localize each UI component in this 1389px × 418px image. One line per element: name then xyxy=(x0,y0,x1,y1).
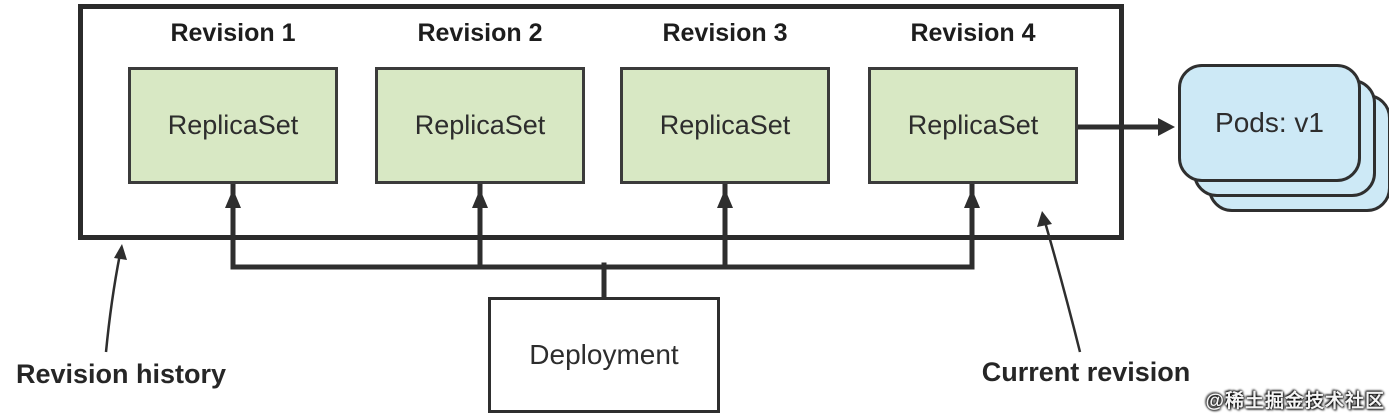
revision-history-container-box xyxy=(78,4,1124,240)
revision-4-title: Revision 4 xyxy=(910,19,1036,47)
current-revision-label: Current revision xyxy=(981,357,1191,387)
replicaset-box-revision-4: ReplicaSet xyxy=(868,67,1078,184)
deployment-box: Deployment xyxy=(488,297,720,413)
revision-1-title: Revision 1 xyxy=(170,19,296,47)
revision-history-label: Revision history xyxy=(15,359,227,389)
current-revision-pointer-line xyxy=(1043,221,1082,353)
arrow-up-icon xyxy=(114,244,127,260)
juejin-watermark: @稀土掘金技术社区 xyxy=(1205,391,1385,412)
arrow-up-icon xyxy=(964,189,980,208)
arrow-up-icon xyxy=(472,189,488,208)
arrow-up-icon xyxy=(717,189,733,208)
arrow-up-icon xyxy=(225,189,241,208)
replicaset-box-revision-2: ReplicaSet xyxy=(375,67,585,184)
revision-3-title: Revision 3 xyxy=(662,19,788,47)
arrow-right-icon xyxy=(1158,118,1175,136)
revision-2-title: Revision 2 xyxy=(417,19,543,47)
pods-card-front: Pods: v1 xyxy=(1178,64,1361,182)
replicaset-box-revision-1: ReplicaSet xyxy=(128,67,338,184)
replicaset-box-revision-3: ReplicaSet xyxy=(620,67,830,184)
revision-history-pointer-line xyxy=(104,253,122,353)
arrow-up-icon xyxy=(1037,211,1052,227)
